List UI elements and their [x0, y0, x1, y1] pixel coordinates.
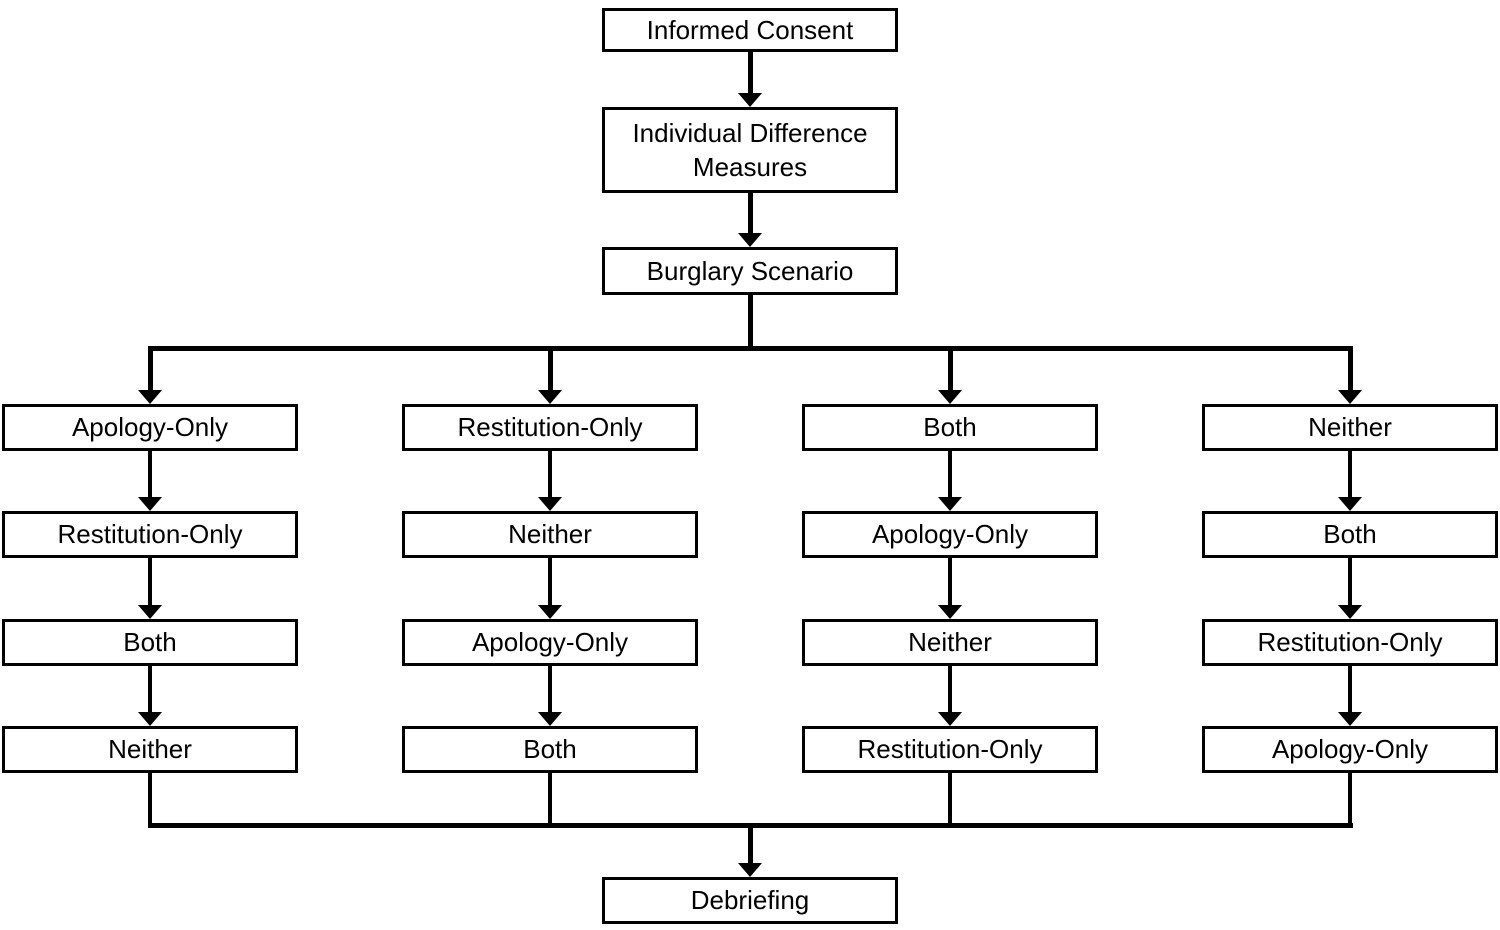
arrow-line-branch-to-col3	[947, 346, 953, 391]
node-col4-both: Both	[1202, 511, 1498, 558]
collector-line	[147, 823, 1353, 828]
arrowhead-col4-step1-2	[1338, 497, 1362, 511]
node-debriefing: Debriefing	[602, 877, 898, 924]
node-col3-neither: Neither	[802, 619, 1098, 666]
arrow-line-measures-to-scenario	[747, 193, 753, 234]
arrow-line-col3-step1-2	[948, 451, 952, 497]
arrowhead-branch-to-col3	[938, 390, 962, 404]
line-col4-to-collector	[1348, 773, 1352, 828]
node-col1-restitution-only: Restitution-Only	[2, 511, 298, 558]
arrowhead-col4-step2-3	[1338, 605, 1362, 619]
line-col2-to-collector	[548, 773, 552, 828]
node-col1-apology-only: Apology-Only	[2, 404, 298, 451]
node-col3-apology-only: Apology-Only	[802, 511, 1098, 558]
arrowhead-col1-step3-4	[138, 712, 162, 726]
arrow-line-col1-step3-4	[148, 666, 152, 712]
node-col2-both: Both	[402, 726, 698, 773]
arrowhead-col1-step2-3	[138, 605, 162, 619]
arrow-line-col4-step1-2	[1348, 451, 1352, 497]
node-col4-apology-only: Apology-Only	[1202, 726, 1498, 773]
arrowhead-col3-step3-4	[938, 712, 962, 726]
line-col3-to-collector	[948, 773, 952, 828]
arrowhead-col2-step1-2	[538, 497, 562, 511]
arrow-line-col2-step3-4	[548, 666, 552, 712]
node-col2-neither: Neither	[402, 511, 698, 558]
node-col3-both: Both	[802, 404, 1098, 451]
node-individual-difference-measures: Individual Difference Measures	[602, 107, 898, 193]
arrow-line-col2-step1-2	[548, 451, 552, 497]
arrowhead-measures-to-scenario	[738, 233, 762, 247]
node-informed-consent: Informed Consent	[602, 8, 898, 52]
node-col4-restitution-only: Restitution-Only	[1202, 619, 1498, 666]
arrowhead-consent-to-measures	[738, 93, 762, 107]
arrowhead-col3-step2-3	[938, 605, 962, 619]
arrow-line-col1-step2-3	[148, 558, 152, 605]
node-col1-both: Both	[2, 619, 298, 666]
arrow-line-col4-step3-4	[1348, 666, 1352, 712]
arrow-line-col1-step1-2	[148, 451, 152, 497]
arrowhead-col2-step2-3	[538, 605, 562, 619]
arrow-line-collector-to-debriefing	[747, 828, 753, 864]
arrow-line-col2-step2-3	[548, 558, 552, 605]
node-burglary-scenario: Burglary Scenario	[602, 247, 898, 295]
arrowhead-branch-to-col4	[1338, 390, 1362, 404]
branch-line	[147, 346, 1353, 351]
node-col2-apology-only: Apology-Only	[402, 619, 698, 666]
arrowhead-col4-step3-4	[1338, 712, 1362, 726]
arrow-line-branch-to-col2	[547, 346, 553, 391]
arrowhead-col2-step3-4	[538, 712, 562, 726]
arrowhead-collector-to-debriefing	[738, 863, 762, 877]
node-col3-restitution-only: Restitution-Only	[802, 726, 1098, 773]
line-scenario-to-branch	[747, 295, 753, 351]
arrowhead-col1-step1-2	[138, 497, 162, 511]
arrow-line-col3-step3-4	[948, 666, 952, 712]
node-col4-neither: Neither	[1202, 404, 1498, 451]
node-col1-neither: Neither	[2, 726, 298, 773]
arrowhead-branch-to-col2	[538, 390, 562, 404]
node-col2-restitution-only: Restitution-Only	[402, 404, 698, 451]
arrow-line-col3-step2-3	[948, 558, 952, 605]
arrowhead-branch-to-col1	[138, 390, 162, 404]
arrowhead-col3-step1-2	[938, 497, 962, 511]
line-col1-to-collector	[148, 773, 152, 828]
arrow-line-consent-to-measures	[747, 52, 753, 94]
arrow-line-branch-to-col4	[1347, 346, 1353, 391]
arrow-line-branch-to-col1	[147, 346, 153, 391]
arrow-line-col4-step2-3	[1348, 558, 1352, 605]
